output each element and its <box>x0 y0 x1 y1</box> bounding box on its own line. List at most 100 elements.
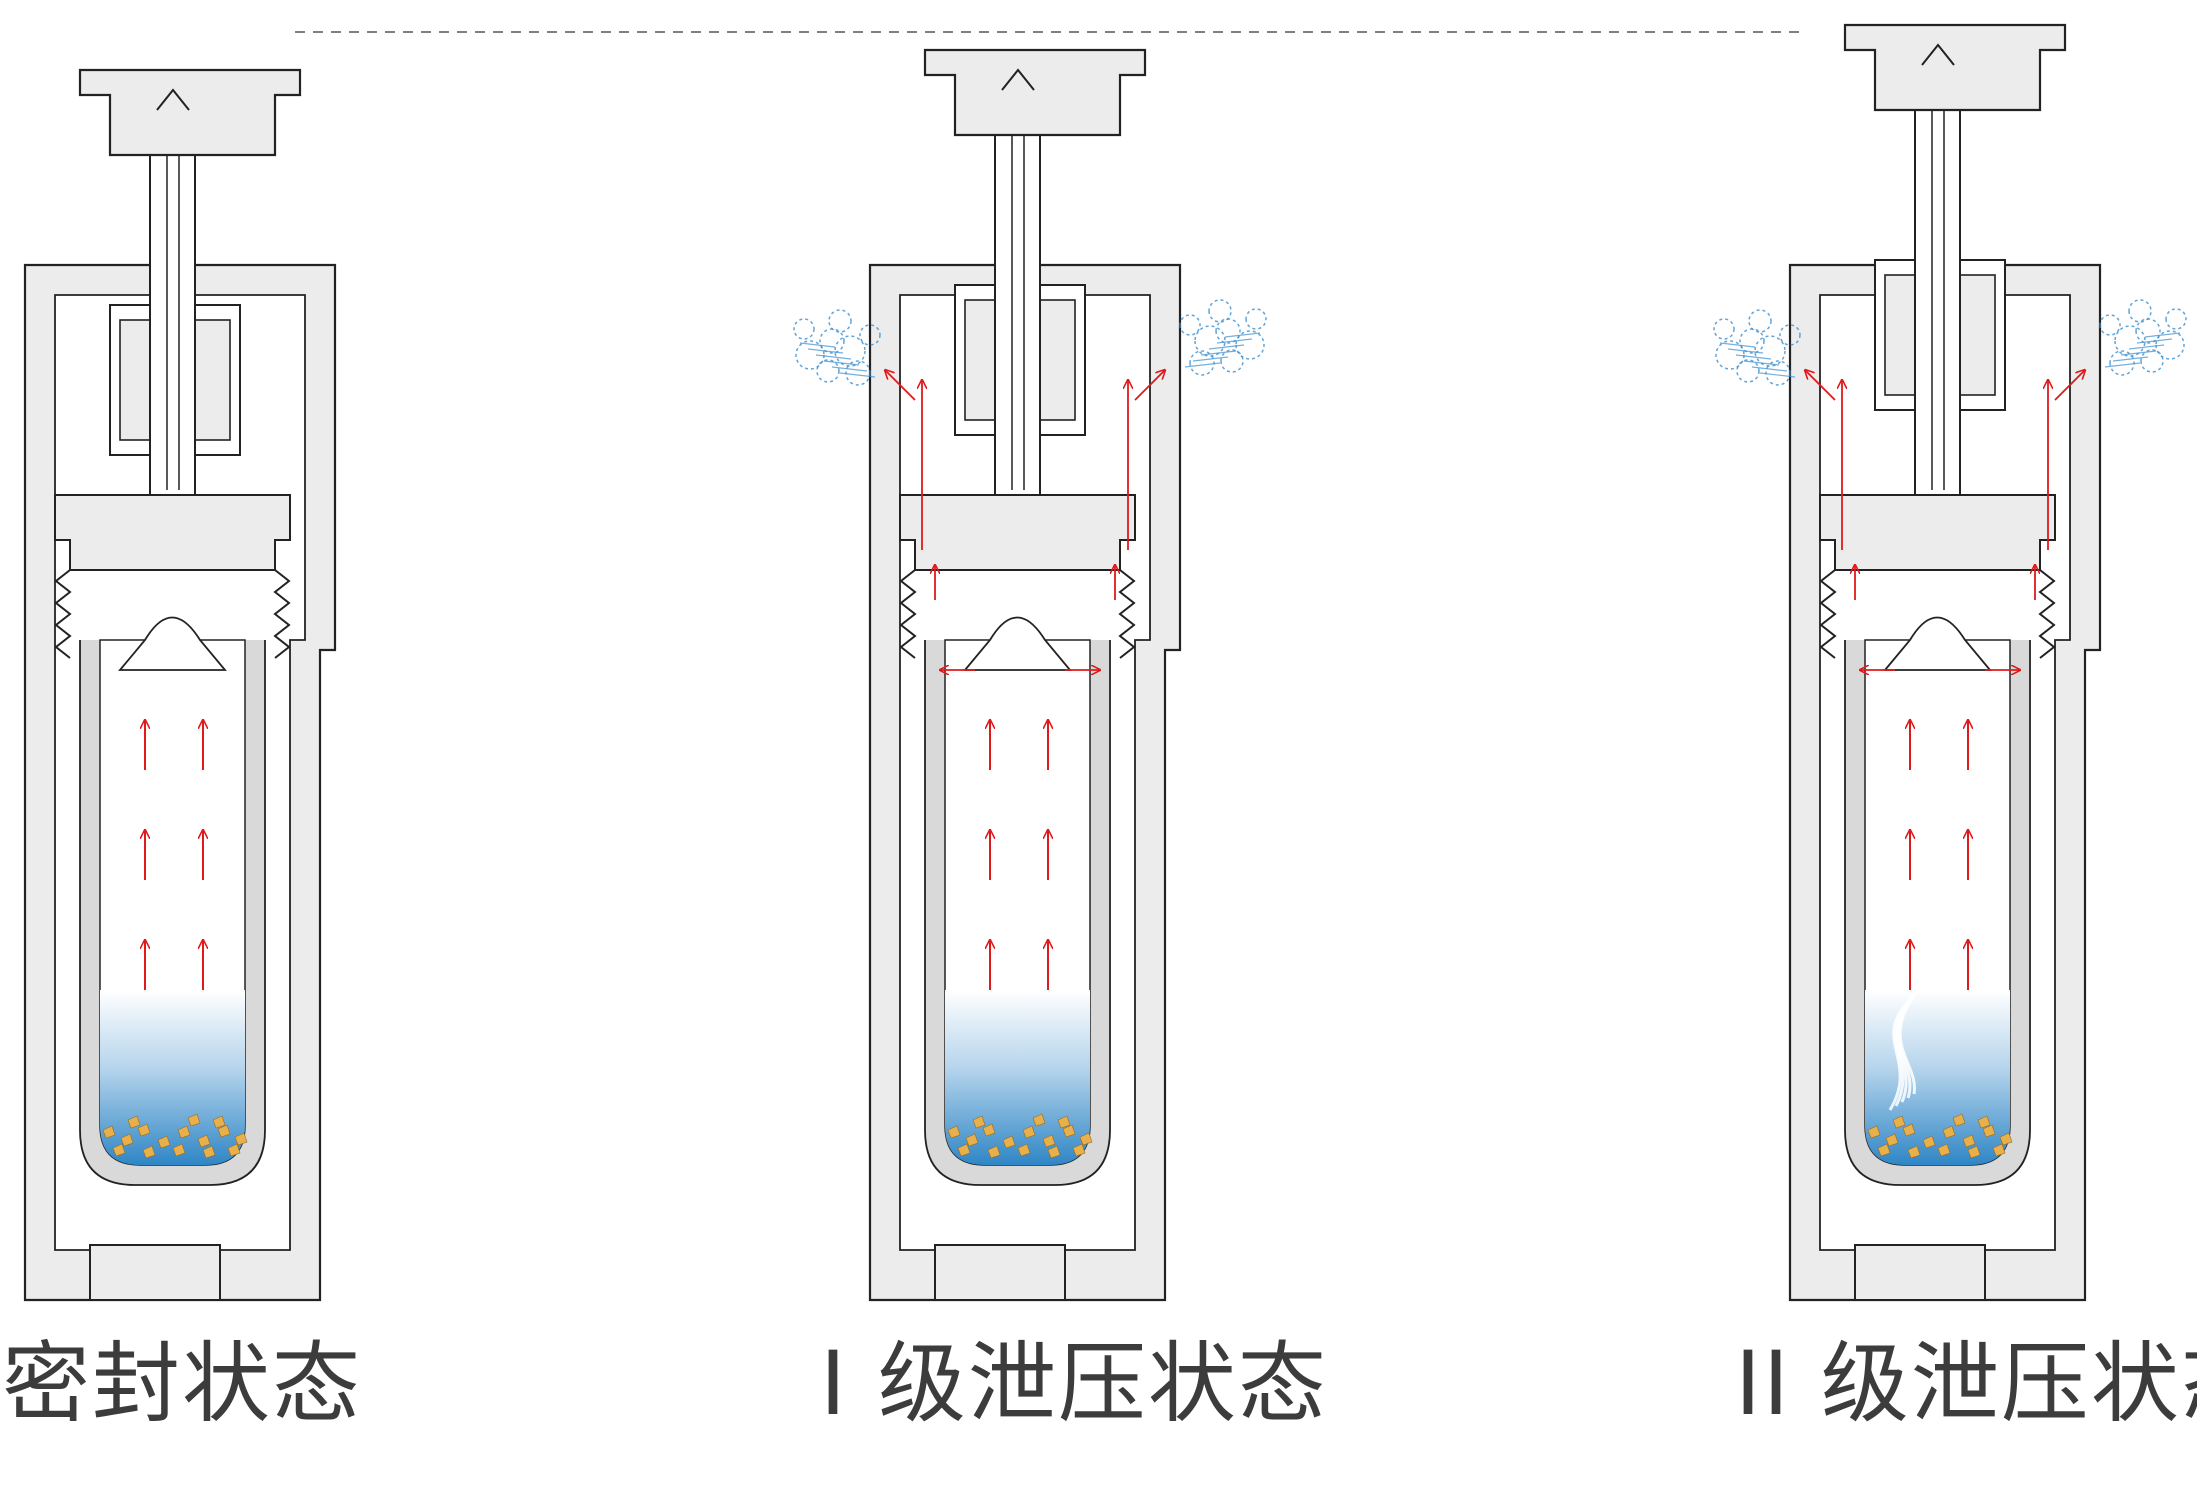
device-sealed <box>23 68 337 1302</box>
vapor-cloud <box>2099 299 2187 376</box>
sample-fragment <box>1002 1135 1016 1149</box>
vapor-puff <box>1736 359 1760 383</box>
sample-fragment <box>1942 1125 1956 1139</box>
sample-fragment <box>1922 1135 1936 1149</box>
thread <box>273 569 291 659</box>
vapor-puff <box>1179 314 1201 336</box>
sample-fragment <box>234 1132 248 1146</box>
knob-tip <box>1001 68 1035 91</box>
vapor-puff <box>1779 324 1801 346</box>
sample-fragment <box>1937 1143 1951 1157</box>
sample-fragment <box>1902 1123 1916 1137</box>
vapor-cloud <box>1713 309 1801 386</box>
vapor-streak <box>799 342 836 348</box>
sample-fragment <box>957 1143 971 1157</box>
thread <box>2038 569 2056 659</box>
vapor-streak <box>1735 354 1772 360</box>
vapor-puff <box>1189 350 1215 376</box>
vent-arrow <box>1134 370 1165 401</box>
vapor-puff <box>819 328 845 354</box>
vapor-streak <box>807 348 844 354</box>
vapor-puff <box>795 340 825 370</box>
vapor-streak <box>815 354 852 360</box>
sample-fragment <box>972 1115 986 1129</box>
vapor-streak <box>1727 348 1764 354</box>
vapor-puff <box>2165 308 2187 330</box>
vapor-puff <box>1208 299 1232 323</box>
bottom-plug <box>934 1244 1066 1301</box>
sample-fragment <box>1967 1145 1981 1159</box>
vapor-puff <box>2114 325 2146 357</box>
vapor-streak <box>839 372 876 378</box>
sample-fragment <box>1892 1115 1906 1129</box>
vapor-puff <box>834 335 866 367</box>
sample-fragment <box>177 1125 191 1139</box>
sealing-cap <box>899 494 1136 571</box>
smoke-wisp <box>1888 974 1932 1111</box>
vapor-puff <box>845 360 871 386</box>
sample-fragment <box>1032 1113 1046 1127</box>
vapor-streak <box>2144 332 2181 338</box>
vapor-streak <box>1224 332 1261 338</box>
sample-fragment <box>120 1133 134 1147</box>
sealing-cap <box>54 494 291 571</box>
vapor-cloud <box>793 309 881 386</box>
stem <box>1914 69 1961 496</box>
liner-lid <box>963 616 1072 671</box>
sample-fragment <box>1877 1143 1891 1157</box>
knob-tip <box>1921 43 1955 66</box>
vent-arrow <box>1805 370 1836 401</box>
sample-fragment <box>217 1124 231 1138</box>
sample-fragment <box>212 1115 226 1129</box>
thread <box>54 569 72 659</box>
sample-fragment <box>112 1143 126 1157</box>
vapor-puff <box>1748 309 1772 333</box>
sample-fragment <box>102 1125 116 1139</box>
vapor-puff <box>1754 335 1786 367</box>
sample-fragment <box>197 1134 211 1148</box>
sample-fragment <box>157 1135 171 1149</box>
liner-lid <box>1883 616 1992 671</box>
sample-fragment <box>1047 1145 1061 1159</box>
vapor-puff <box>2155 330 2185 360</box>
liner-lid <box>118 616 227 671</box>
caption-stage2: II 级泄压状态 <box>1735 1332 2197 1435</box>
vent-arrow <box>2054 370 2085 401</box>
vapor-streak <box>1184 362 1221 368</box>
vapor-streak <box>831 366 868 372</box>
vapor-puff <box>2140 349 2164 373</box>
thread <box>1819 569 1837 659</box>
sample-fragment <box>1042 1134 1056 1148</box>
vapor-streak <box>2136 338 2173 344</box>
knob-tip <box>156 88 190 111</box>
sample-fragment <box>1992 1143 2006 1157</box>
vapor-puff <box>1194 325 1226 357</box>
vapor-puff <box>2099 314 2121 336</box>
device-stage1 <box>793 48 1267 1302</box>
sample-fragment <box>1907 1145 1921 1159</box>
vapor-puff <box>1245 308 1267 330</box>
smoke-curl <box>1898 974 1932 1095</box>
vent-arrow <box>885 370 916 401</box>
vapor-streak <box>1751 366 1788 372</box>
vapor-puff <box>2128 299 2152 323</box>
sample-fragment <box>965 1133 979 1147</box>
sample-fragment <box>1999 1132 2013 1146</box>
knob <box>78 68 302 157</box>
sample-fragment <box>947 1125 961 1139</box>
vapor-streak <box>1208 344 1245 350</box>
vapor-streak <box>2104 362 2141 368</box>
sample-fragment <box>142 1145 156 1159</box>
vapor-puff <box>1220 349 1244 373</box>
sample-fragment <box>987 1145 1001 1159</box>
sample-fragment <box>1072 1143 1086 1157</box>
vapor-streak <box>1759 372 1796 378</box>
sample-fragment <box>1952 1113 1966 1127</box>
vapor-puff <box>859 324 881 346</box>
stem <box>994 94 1041 496</box>
caption-stage1: I 级泄压状态 <box>820 1332 1328 1435</box>
sample-fragment <box>1022 1125 1036 1139</box>
vapor-puff <box>1713 318 1735 340</box>
sample-fragment <box>1885 1133 1899 1147</box>
